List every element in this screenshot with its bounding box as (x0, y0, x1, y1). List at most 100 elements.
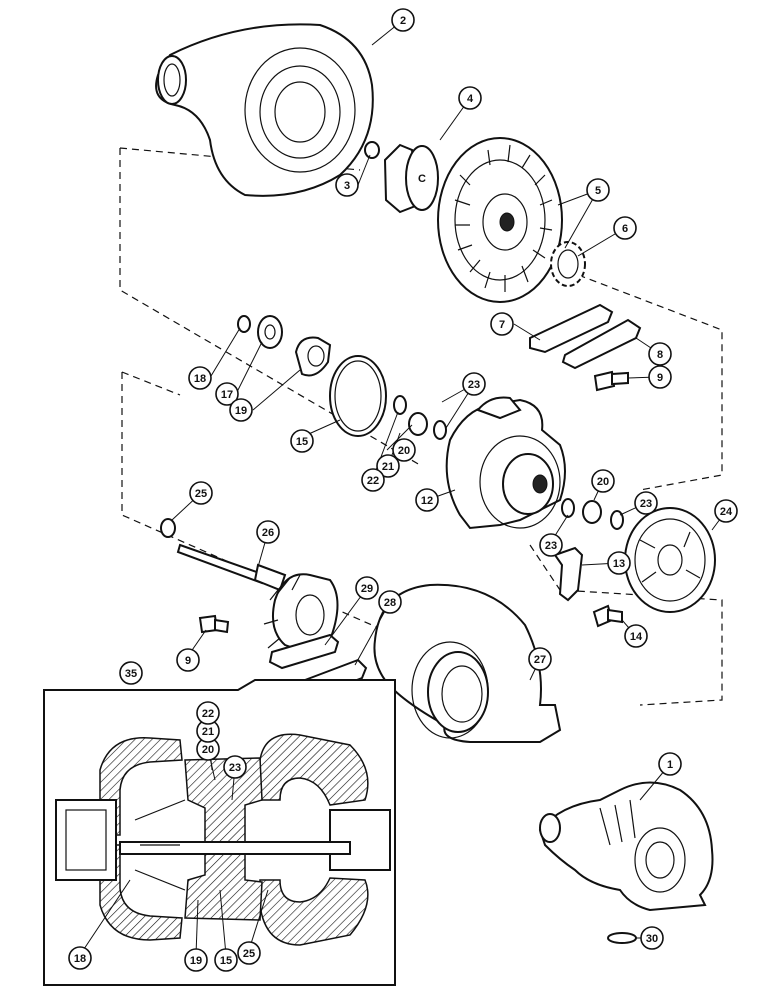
bearing-set-lower (561, 498, 624, 530)
callout-label: 17 (221, 389, 233, 401)
callout-label: 21 (202, 726, 214, 738)
callout-label: 9 (185, 655, 191, 667)
callout-circle (462, 372, 486, 396)
callout-c12: 12 (415, 488, 439, 512)
callout-circle (256, 520, 280, 544)
callout-c23c: 23 (539, 533, 563, 557)
callout-circle (229, 398, 253, 422)
callout-c14: 14 (624, 624, 648, 648)
cutaway-inset (43, 679, 396, 986)
callout-c4: 4 (458, 86, 482, 110)
callout-c27: 27 (528, 647, 552, 671)
callout-circle (658, 752, 682, 776)
callout-c7: 7 (490, 312, 514, 336)
callout-c2: 2 (391, 8, 415, 32)
callout-circle (119, 661, 143, 685)
callout-circle (648, 365, 672, 389)
callout-label: 35 (125, 668, 137, 680)
callout-c23a: 23 (462, 372, 486, 396)
callout-label: 19 (190, 955, 202, 967)
callout-c26: 26 (256, 520, 280, 544)
turbocharger-assembly (538, 781, 714, 912)
lock-plate-upper (529, 303, 614, 354)
callout-circle (458, 86, 482, 110)
callout-c6: 6 (613, 216, 637, 240)
callout-circle (648, 342, 672, 366)
heat-shield (624, 507, 716, 613)
diffuser-plate (437, 137, 563, 303)
callout-c19b: 19 (184, 948, 208, 972)
callout-c29: 29 (355, 576, 379, 600)
callout-circle (640, 926, 664, 950)
callout-circle (361, 468, 385, 492)
callout-c22b: 22 (196, 701, 220, 725)
callout-c22a: 22 (361, 468, 385, 492)
callout-circle (591, 469, 615, 493)
callout-label: 26 (262, 527, 274, 539)
callout-circle (196, 701, 220, 725)
callout-circle (378, 590, 402, 614)
callout-c28: 28 (378, 590, 402, 614)
callout-label: 5 (595, 185, 601, 197)
gasket (607, 932, 637, 944)
callout-c35: 35 (119, 661, 143, 685)
center-housing (445, 396, 566, 530)
callout-label: 28 (384, 597, 396, 609)
callout-label: 23 (468, 379, 480, 391)
callout-c17: 17 (215, 382, 239, 406)
callout-circle (335, 173, 359, 197)
callout-c18a: 18 (188, 366, 212, 390)
callout-circle (528, 647, 552, 671)
callout-circle (714, 499, 738, 523)
callout-label: 13 (613, 558, 625, 570)
callout-label: 27 (534, 654, 546, 666)
callout-label: 30 (646, 933, 658, 945)
callout-c5: 5 (586, 178, 610, 202)
callout-circle (188, 366, 212, 390)
callout-label: 23 (545, 540, 557, 552)
callout-circle (586, 178, 610, 202)
callout-label: 14 (630, 631, 643, 643)
bolt-lower (198, 614, 230, 634)
thrust-bearing-19 (294, 336, 332, 377)
callout-c13: 13 (607, 551, 631, 575)
callout-c3: 3 (335, 173, 359, 197)
compressor-impeller: C (383, 143, 439, 214)
callout-circle (223, 755, 247, 779)
callout-c9b: 9 (176, 648, 200, 672)
callout-circle (215, 382, 239, 406)
callout-label: 4 (467, 93, 474, 105)
seal-ring (329, 355, 387, 437)
bolt-14 (592, 604, 623, 628)
callout-label: 9 (657, 372, 663, 384)
turbine-wheel-shaft (176, 543, 339, 661)
bearing-set-upper (393, 395, 447, 440)
callout-c15a: 15 (290, 429, 314, 453)
lock-plate-29 (268, 633, 340, 670)
callout-circle (184, 948, 208, 972)
callout-label: 23 (229, 762, 241, 774)
callout-label: 8 (657, 349, 663, 361)
callout-c25b: 25 (237, 941, 261, 965)
callout-c30: 30 (640, 926, 664, 950)
callout-circle (214, 948, 238, 972)
callout-circle (176, 648, 200, 672)
callout-label: 6 (622, 223, 628, 235)
callout-c19a: 19 (229, 398, 253, 422)
callout-label: 15 (296, 436, 308, 448)
callout-c23d: 23 (223, 755, 247, 779)
callout-label: 2 (400, 15, 406, 27)
callout-c9a: 9 (648, 365, 672, 389)
thrust-collar-17 (257, 315, 283, 349)
callout-c15b: 15 (214, 948, 238, 972)
callout-label: 25 (195, 488, 207, 500)
callout-circle (539, 533, 563, 557)
callout-circle (237, 941, 261, 965)
callout-label: 15 (220, 955, 232, 967)
callout-label: 21 (382, 461, 394, 473)
callout-c1: 1 (658, 752, 682, 776)
callout-label: 18 (194, 373, 206, 385)
callout-label: 20 (202, 744, 214, 756)
callout-c21a: 21 (376, 454, 400, 478)
